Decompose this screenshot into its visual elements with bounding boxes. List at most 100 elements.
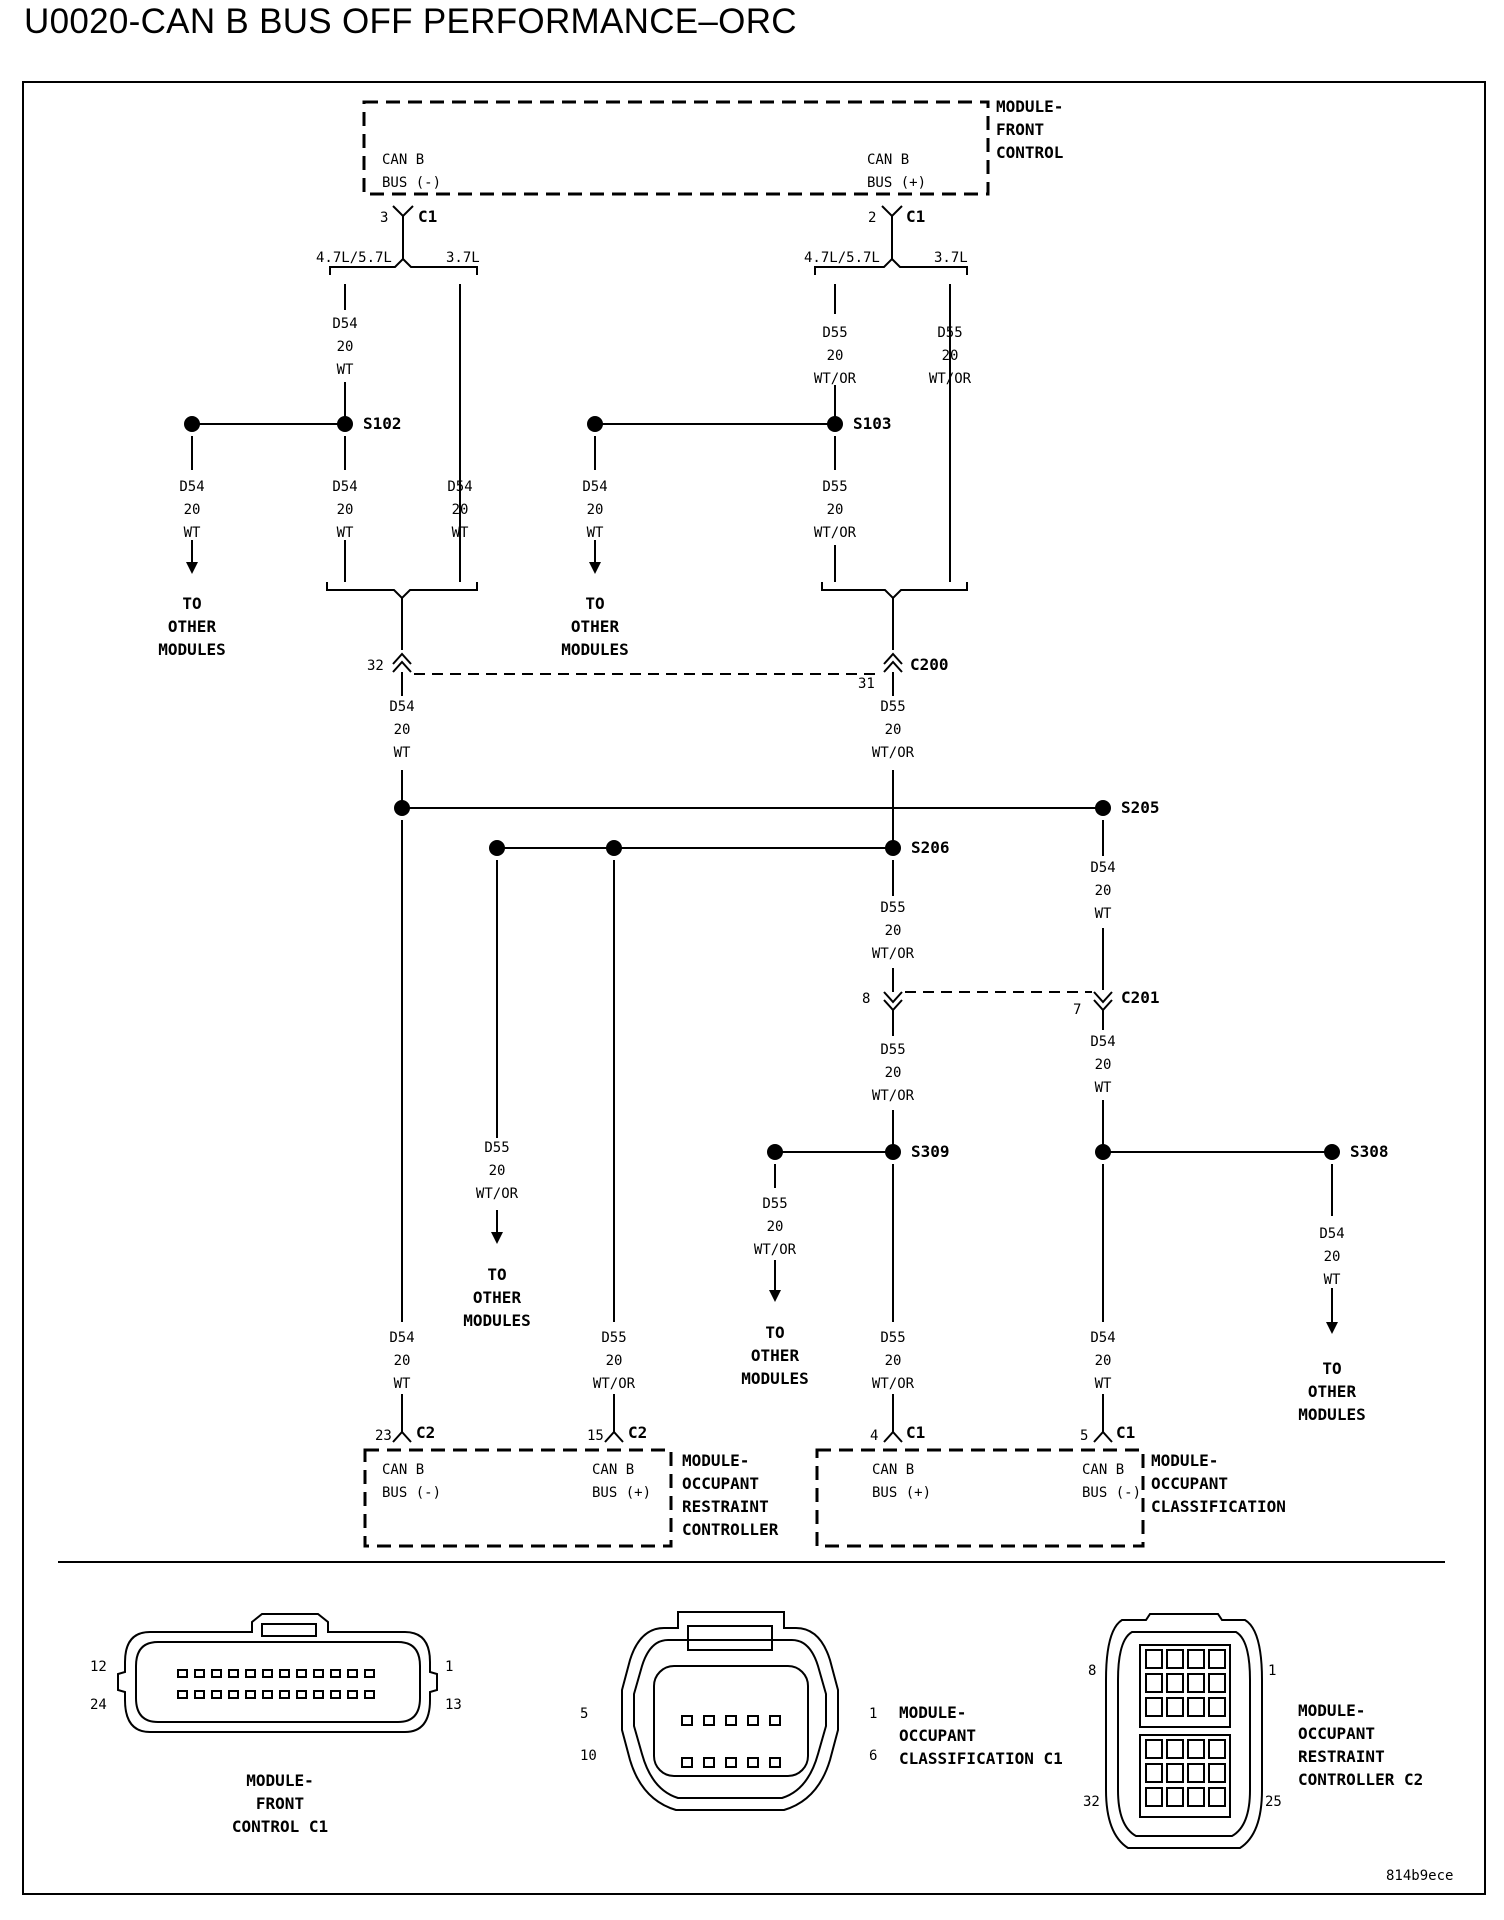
connector-pin-cavity <box>330 1669 341 1678</box>
connector-pin-cavity <box>1208 1787 1226 1807</box>
splice-s206-label: S206 <box>911 838 950 857</box>
splice-s205-label: S205 <box>1121 798 1160 817</box>
orc-c2-pin-8: 8 <box>1088 1663 1096 1679</box>
orc-c2-pin-32: 32 <box>1083 1794 1100 1810</box>
occ-c1-pins <box>883 1422 1113 1443</box>
bracket-right <box>821 582 968 600</box>
splice-s205 <box>394 800 1111 816</box>
fcm-c1-pin-1: 1 <box>445 1659 453 1675</box>
orc-connector-c2-right: C2 <box>628 1423 647 1442</box>
connector-pin-cavity <box>1187 1787 1205 1807</box>
diagram-frame <box>22 81 1486 1895</box>
connector-pin-cavity <box>245 1690 256 1699</box>
connector-pin-cavity <box>347 1669 358 1678</box>
fcm-c1-plus-connector: 2 C1 <box>868 205 925 233</box>
fcm-connector-c1-left: C1 <box>418 207 437 226</box>
occ-c1-pin-10: 10 <box>580 1748 597 1764</box>
fcm-c1-minus-connector: 3 C1 <box>380 205 437 233</box>
fcm-c1-pin-24: 24 <box>90 1697 107 1713</box>
connector-pin-cavity <box>1145 1649 1163 1669</box>
orc-connector-c2-left: C2 <box>416 1423 435 1442</box>
occ-pin-plus-number: 4 <box>870 1428 878 1444</box>
connector-pin-cavity <box>1208 1673 1226 1693</box>
fcm-c1-connector-face <box>117 1613 438 1733</box>
connector-pin-cavity <box>1166 1673 1184 1693</box>
connector-pin-cavity <box>1166 1739 1184 1759</box>
c200-pin-31: 31 <box>858 676 875 692</box>
connector-pin-cavity <box>1166 1787 1184 1807</box>
connector-pin-cavity <box>1187 1763 1205 1783</box>
connector-pin-cavity <box>1208 1649 1226 1669</box>
orc-c2-connector-face <box>1105 1613 1263 1849</box>
connector-pin-cavity <box>769 1757 781 1768</box>
splice-s206 <box>489 840 901 856</box>
arrow-to-other-modules <box>186 562 601 574</box>
splice-s102 <box>184 416 353 432</box>
connector-pin-cavity <box>1145 1697 1163 1717</box>
module-occupant-classification-box <box>815 1448 1145 1548</box>
connector-pin-cavity <box>364 1669 375 1678</box>
connector-pin-cavity <box>1145 1739 1163 1759</box>
module-occupant-restraint-controller-box <box>363 1448 673 1548</box>
connector-pin-cavity <box>296 1669 307 1678</box>
occ-connector-c1-left: C1 <box>906 1423 925 1442</box>
bracket-left <box>326 582 478 600</box>
fcm-pin-minus-number: 3 <box>380 210 388 226</box>
occ-c1-connector-face <box>621 1611 839 1811</box>
occ-pin-minus-number: 5 <box>1080 1428 1088 1444</box>
figure-code: 814b9ece <box>1386 1868 1453 1884</box>
module-front-control-box <box>362 100 990 196</box>
orc-c2-pin-25: 25 <box>1265 1794 1282 1810</box>
engine-option-a-right: 4.7L/5.7L <box>804 250 880 266</box>
occ-connector-c1-right: C1 <box>1116 1423 1135 1442</box>
connector-pin-cavity <box>1166 1649 1184 1669</box>
connector-pin-cavity <box>347 1690 358 1699</box>
connector-pin-cavity <box>211 1690 222 1699</box>
connector-pin-cavity <box>330 1690 341 1699</box>
connector-pin-cavity <box>725 1715 737 1726</box>
occ-c1-pin-5: 5 <box>580 1706 588 1722</box>
connector-pin-cavity <box>681 1715 693 1726</box>
engine-option-a-left: 4.7L/5.7L <box>316 250 392 266</box>
arrow-to-other-modules-lower <box>491 1232 1338 1334</box>
connector-pin-cavity <box>769 1715 781 1726</box>
c200-pin-32: 32 <box>367 658 384 674</box>
connector-pin-cavity <box>681 1757 693 1768</box>
connector-pin-cavity <box>228 1669 239 1678</box>
connector-pin-cavity <box>1187 1649 1205 1669</box>
fcm-c1-pin-12: 12 <box>90 1659 107 1675</box>
connector-pin-cavity <box>177 1690 188 1699</box>
splice-s102-label: S102 <box>363 414 402 433</box>
splice-s103-label: S103 <box>853 414 892 433</box>
occ-c1-pin-1: 1 <box>869 1706 877 1722</box>
splice-s308 <box>1095 1144 1340 1160</box>
engine-option-b-left: 3.7L <box>446 250 480 266</box>
connector-pin-cavity <box>194 1669 205 1678</box>
splice-s103 <box>587 416 843 432</box>
